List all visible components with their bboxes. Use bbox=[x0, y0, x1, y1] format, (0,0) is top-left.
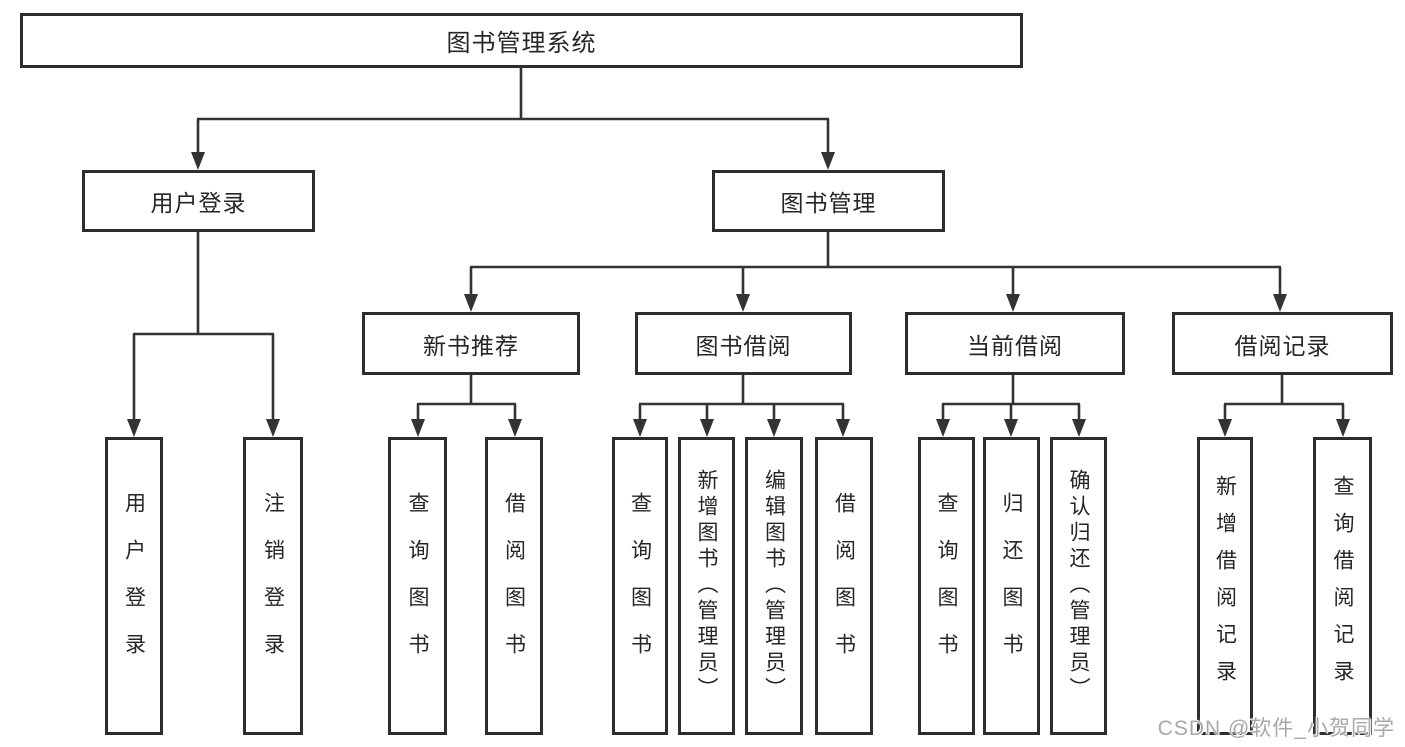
node-book-management: 图书管理 bbox=[712, 170, 945, 232]
leaf-label: 查询图书 bbox=[628, 492, 652, 680]
node-user-login: 用户登录 bbox=[82, 170, 315, 232]
watermark: CSDN @软件_小贺同学 bbox=[1157, 717, 1395, 740]
node-borrow-record: 借阅记录 bbox=[1172, 312, 1393, 375]
leaf-borrow-books: 借阅图书 bbox=[815, 437, 873, 735]
leaf-query-books-borrow: 查询图书 bbox=[612, 437, 668, 735]
node-new-book-recommend: 新书推荐 bbox=[362, 312, 580, 375]
leaf-add-borrow-record: 新增借阅记录 bbox=[1197, 437, 1253, 735]
leaf-label: 用户登录 bbox=[122, 492, 146, 680]
leaf-label: 确认归还（管理员） bbox=[1067, 469, 1090, 703]
leaf-add-books-admin: 新增图书（管理员） bbox=[678, 437, 735, 735]
leaf-label: 查询借阅记录 bbox=[1331, 475, 1354, 697]
leaf-logout: 注销登录 bbox=[243, 437, 303, 735]
leaf-label: 新增借阅记录 bbox=[1213, 475, 1237, 697]
leaf-query-books-current: 查询图书 bbox=[918, 437, 975, 735]
leaf-edit-books-admin: 编辑图书（管理员） bbox=[745, 437, 803, 735]
leaf-label: 借阅图书 bbox=[832, 492, 856, 680]
leaf-user-login: 用户登录 bbox=[105, 437, 163, 735]
leaf-borrow-books-recommend: 借阅图书 bbox=[485, 437, 543, 735]
leaf-confirm-return-admin: 确认归还（管理员） bbox=[1050, 437, 1107, 735]
node-library-management-system: 图书管理系统 bbox=[20, 13, 1023, 68]
leaf-label: 查询图书 bbox=[406, 492, 429, 680]
leaf-label: 借阅图书 bbox=[502, 492, 526, 680]
leaf-label: 归还图书 bbox=[1000, 492, 1023, 680]
leaf-label: 编辑图书（管理员） bbox=[762, 469, 786, 703]
leaf-query-books-recommend: 查询图书 bbox=[388, 437, 447, 735]
leaf-return-books: 归还图书 bbox=[983, 437, 1040, 735]
arrowhead-icons bbox=[127, 152, 1350, 437]
leaf-label: 新增图书（管理员） bbox=[695, 469, 718, 703]
node-current-borrow: 当前借阅 bbox=[905, 312, 1125, 375]
node-book-borrow: 图书借阅 bbox=[635, 312, 852, 375]
leaf-query-borrow-record: 查询借阅记录 bbox=[1313, 437, 1372, 735]
leaf-label: 注销登录 bbox=[261, 492, 285, 680]
leaf-label: 查询图书 bbox=[935, 492, 958, 680]
